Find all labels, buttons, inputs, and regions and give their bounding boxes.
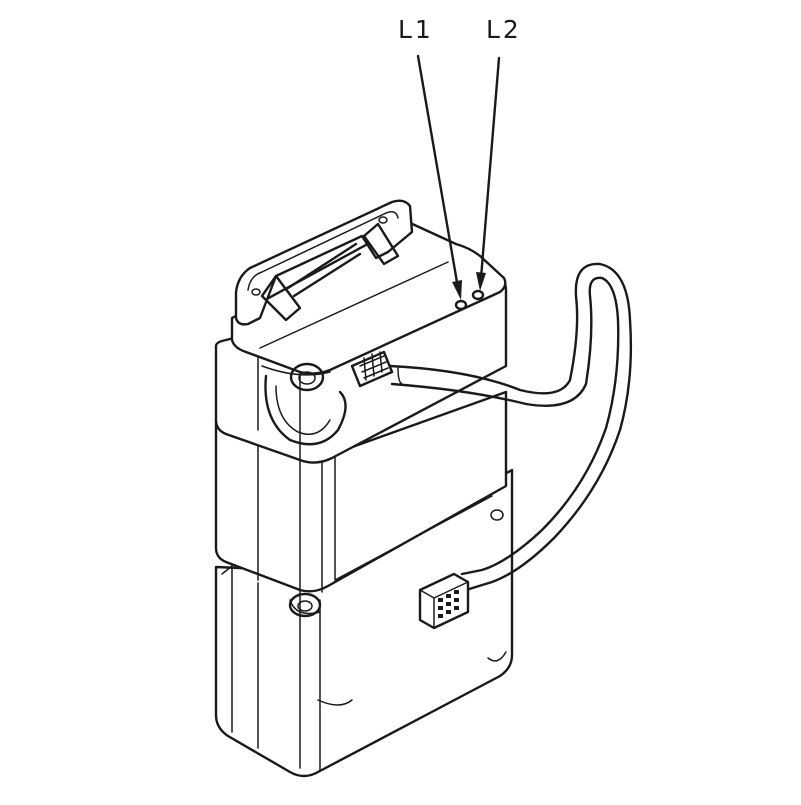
middle-housing bbox=[214, 390, 508, 593]
callout-l2: L2 bbox=[486, 15, 522, 44]
lower-housing bbox=[214, 468, 514, 778]
top-connector bbox=[350, 350, 394, 388]
handle-bracket bbox=[234, 199, 414, 326]
leader-lines bbox=[416, 54, 501, 300]
bottom-connector bbox=[418, 572, 470, 630]
callout-l1: L1 bbox=[398, 15, 434, 44]
led-l2 bbox=[471, 289, 485, 301]
cable bbox=[388, 262, 633, 592]
led-l1 bbox=[454, 299, 468, 311]
